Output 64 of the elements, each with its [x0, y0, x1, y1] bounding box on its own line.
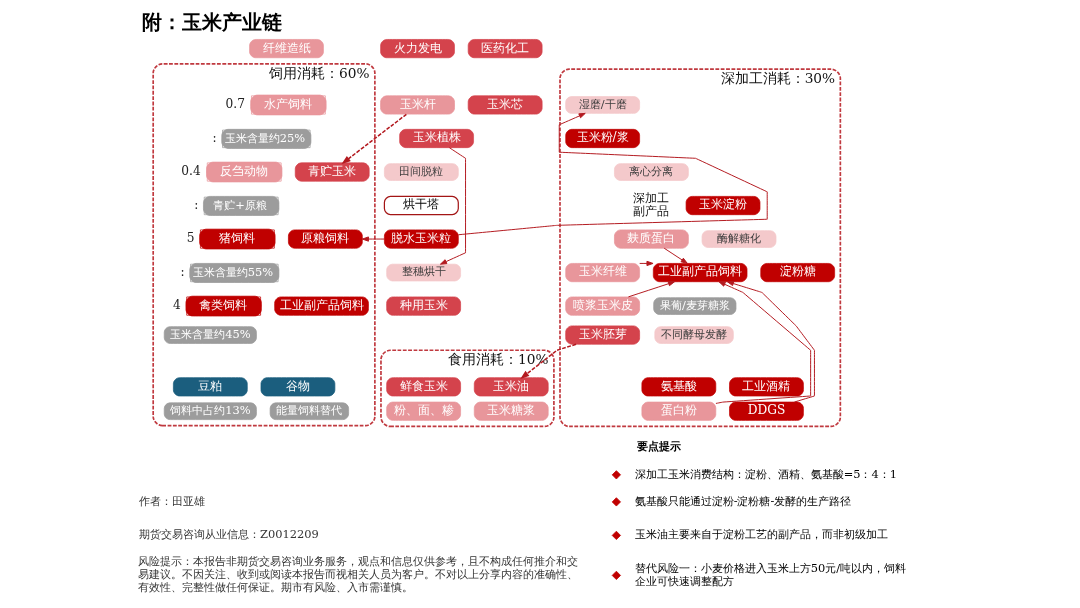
label: 替代风险一：小麦价格进入玉米上方50元/吨以内，饲料企业可快速调整配方	[634, 560, 907, 588]
node-box: 不同酵母发酵	[654, 326, 734, 344]
node-label: 0.7	[225, 96, 245, 111]
label: 玉米油主要来自于淀粉工艺的副产品，而非初级加工	[634, 527, 888, 542]
arrow	[361, 236, 385, 242]
arrow	[520, 343, 577, 380]
node-box: 麸质蛋白	[614, 229, 689, 249]
node-label: 0.4	[181, 163, 201, 178]
node-box: 玉米芯	[467, 95, 543, 115]
label: 要点提示	[636, 439, 681, 454]
node-label: :	[212, 130, 217, 145]
node-box: 粉、面、糁	[386, 401, 461, 421]
label: 风险提示：本报告非期货交易咨询业务服务，观点和信息仅供参考，且不构成任何推介和交易建议。不因关注、收到或阅读本报告而视相关人员为客户。不对以上分享内容的准确性、有效性、完整性做任何保证。期市有风险、入市需谨慎。	[138, 554, 579, 595]
node-box: 淀粉糖	[760, 263, 835, 283]
node-box: 纤维造纸	[249, 39, 324, 59]
node-box: 饲料中占约13%	[163, 402, 257, 420]
node-box: 玉米粉/浆	[565, 128, 640, 148]
node-label: 5	[186, 230, 195, 245]
arrow	[663, 247, 688, 264]
node-box: 湿磨/干磨	[565, 96, 640, 114]
node-box: 玉米含量约45%	[163, 326, 257, 344]
node-box: 玉米植株	[399, 128, 474, 148]
node-box: 豆粕	[173, 377, 248, 397]
node-box: 蛋白粉	[641, 401, 717, 421]
node-box: 鲜食玉米	[386, 377, 461, 397]
node-box: DDGS	[729, 401, 804, 421]
node-box: 酶解糖化	[701, 230, 777, 248]
node-box: 工业副产品饲料	[274, 296, 369, 316]
node-box: 玉米胚芽	[565, 325, 640, 345]
node-box: 氨基酸	[641, 377, 717, 397]
arrow	[627, 281, 676, 298]
node-box: 青贮玉米	[294, 162, 370, 182]
node-box: 工业副产品饲料	[652, 263, 748, 283]
node-box: 脱水玉米粒	[384, 229, 459, 249]
arrow	[439, 147, 467, 265]
node-box: 离心分离	[614, 163, 689, 181]
label: 氨基酸只能通过淀粉-淀粉糖-发酵的生产路径	[634, 493, 852, 508]
node-box: 玉米糖浆	[473, 401, 549, 421]
node-box: 田间脱粒	[384, 163, 459, 181]
arrow	[341, 113, 408, 165]
node-box: 能量饲料替代	[269, 402, 349, 420]
label: 深加工副产品	[633, 190, 670, 219]
node-box: 工业酒精	[729, 377, 804, 397]
node-label: :	[194, 197, 199, 212]
node-box: 医药化工	[467, 39, 543, 59]
node-label: 4	[173, 297, 181, 312]
node-box: 果葡/麦芽糖浆	[653, 297, 737, 315]
node-box: 整穗烘干	[386, 263, 461, 282]
node-box: 火力发电	[380, 39, 455, 59]
label: 期货交易咨询从业信息：Z0012209	[139, 527, 319, 542]
node-box: 谷物	[260, 377, 336, 397]
node-box: 玉米油	[473, 377, 549, 397]
label: 作者：田亚雄	[139, 493, 206, 508]
node-box: 烘干塔	[383, 195, 459, 216]
label: 深加工玉米消费结构：淀粉、酒精、氨基酸=5：4：1	[634, 466, 897, 481]
node-box: 玉米淀粉	[685, 196, 761, 216]
node-box: 种用玉米	[386, 296, 461, 316]
node-box: 玉米杆	[380, 95, 455, 115]
arrow	[457, 112, 768, 236]
node-label: :	[180, 264, 185, 279]
diagram-title: 附：玉米产业链	[142, 10, 283, 35]
node-box: 玉米纤维	[565, 263, 640, 283]
node-box: 原粮饲料	[288, 229, 363, 249]
node-box: 喷浆玉米皮	[565, 296, 640, 316]
